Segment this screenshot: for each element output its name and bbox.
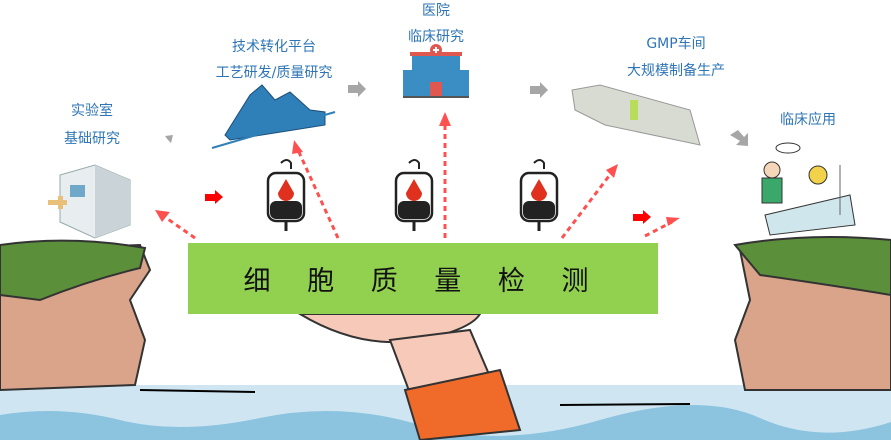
dashed-arrows	[161, 125, 673, 240]
blood-bags	[266, 159, 559, 231]
clinical-treatment-scene-icon	[761, 142, 856, 236]
blood-bag-icon	[519, 159, 559, 231]
gray-arrow-icon	[730, 130, 748, 146]
laboratory-building-icon	[48, 164, 131, 239]
stage-hospital-subtitle: 临床研究	[408, 29, 464, 45]
left-cliff	[0, 239, 152, 392]
technology-platform-building-icon	[211, 84, 336, 149]
banner-title: 细 胞 质 量 检 测	[243, 266, 603, 297]
flow-arrows	[155, 81, 748, 150]
blood-bag-icon	[394, 159, 434, 231]
gray-arrow-icon	[348, 85, 358, 93]
stage-clinical-title: 临床应用	[780, 112, 836, 128]
stage-gmp-subtitle: 大规模制备生产	[627, 63, 725, 79]
stage-lab-subtitle: 基础研究	[64, 131, 120, 147]
stage-lab-title: 实验室	[71, 103, 113, 119]
gray-arrow-icon	[530, 86, 540, 94]
blood-bag-icon	[266, 159, 306, 231]
stage-platform-subtitle: 工艺研发/质量研究	[215, 65, 333, 81]
hospital-building-icon	[403, 44, 469, 98]
gray-arrow-icon	[155, 135, 173, 150]
stage-platform-title: 技术转化平台	[232, 39, 316, 55]
right-cliff	[733, 235, 891, 391]
cell-quality-testing-banner: 细 胞 质 量 检 测	[188, 243, 658, 314]
gmp-workshop-building-icon	[571, 84, 701, 146]
supporting-hand-icon	[296, 313, 522, 440]
stage-gmp-title: GMP车间	[646, 36, 706, 52]
red-arrows	[205, 190, 651, 224]
stage-hospital-title: 医院	[422, 3, 450, 19]
